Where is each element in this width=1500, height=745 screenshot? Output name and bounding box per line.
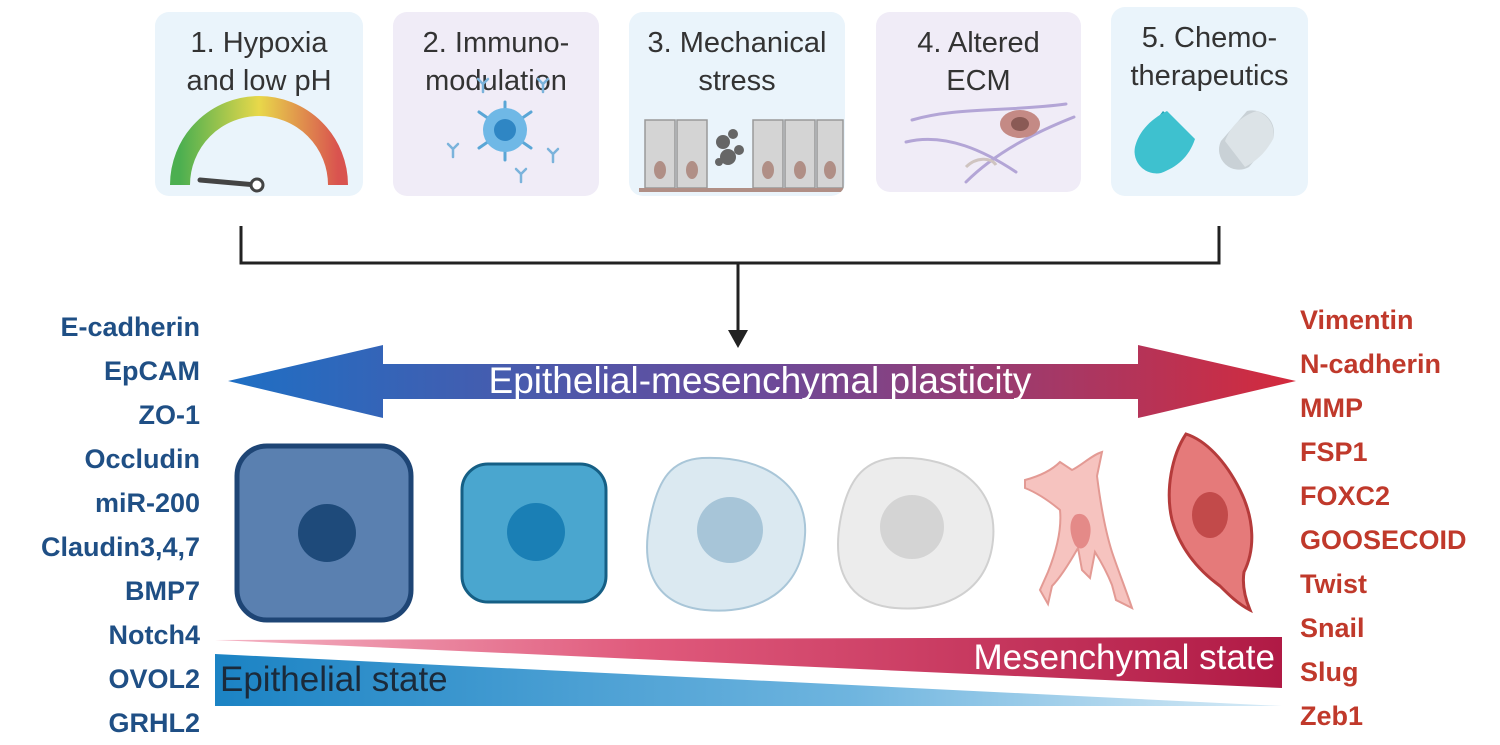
epithelial-marker: EpCAM	[104, 356, 200, 386]
factor-title: 1. Hypoxia and low pH	[186, 27, 332, 97]
mesenchymal-marker: GOOSECOID	[1300, 525, 1467, 555]
gauge-icon	[170, 96, 348, 193]
ecm-fibers-icon	[904, 102, 1076, 184]
epithelium-icon	[639, 119, 844, 192]
immune-cell-icon	[446, 77, 560, 184]
factor-box-mechanical-stress: 3. Mechanical stress	[629, 12, 845, 196]
factor-box-immunomodulation: 2. Immuno- modulation	[393, 12, 599, 196]
factor-title: 5. Chemo- therapeutics	[1130, 22, 1289, 92]
factor-box-altered-ecm: 4. Altered ECM	[876, 12, 1081, 192]
mesenchymal-marker-list: Vimentin N-cadherin MMP FSP1 FOXC2 GOOSE…	[1300, 298, 1500, 738]
factor-box-chemotherapeutics: 5. Chemo- therapeutics	[1111, 7, 1308, 196]
mesenchymal-marker: Slug	[1300, 657, 1359, 687]
epithelial-marker: miR-200	[94, 488, 200, 518]
epithelial-marker: OVOL2	[108, 664, 200, 694]
epithelial-marker: Notch4	[108, 620, 200, 650]
cell-intermediate-grey	[837, 456, 995, 610]
cell-intermediate-blue	[646, 456, 807, 612]
epithelial-marker: Claudin3,4,7	[40, 532, 200, 562]
epithelial-marker: GRHL2	[108, 708, 200, 738]
mesenchymal-marker: N-cadherin	[1300, 349, 1442, 379]
cell-epithelial-dark	[234, 443, 414, 623]
mesenchymal-marker: FOXC2	[1300, 481, 1391, 511]
epithelial-state-label: Epithelial state	[220, 660, 448, 699]
convergence-bracket	[239, 226, 1221, 332]
epithelial-marker: ZO-1	[138, 400, 200, 430]
epithelial-marker: E-cadherin	[60, 312, 200, 342]
mesenchymal-state-wedge	[215, 637, 1282, 688]
factor-box-hypoxia: 1. Hypoxia and low pH	[155, 12, 363, 196]
mesenchymal-marker: Vimentin	[1300, 305, 1414, 335]
epithelial-marker: BMP7	[124, 576, 200, 606]
epithelial-state-wedge	[215, 654, 1282, 706]
down-arrow-head	[728, 330, 748, 348]
cell-epithelial-light	[460, 462, 608, 604]
pill-capsule-icon	[1134, 110, 1275, 174]
mesenchymal-marker: Twist	[1300, 569, 1367, 599]
factor-title: 3. Mechanical stress	[647, 27, 827, 97]
cell-mesenchymal-red	[1167, 432, 1254, 614]
cell-mesenchymal-pink	[1024, 450, 1134, 610]
factor-title: 4. Altered ECM	[917, 27, 1040, 97]
epithelial-marker: Occludin	[84, 444, 200, 474]
mesenchymal-state-label: Mesenchymal state	[973, 638, 1275, 677]
plasticity-arrow-label: Epithelial-mesenchymal plasticity	[488, 360, 1032, 401]
mesenchymal-marker: Zeb1	[1300, 701, 1364, 731]
epithelial-marker-list: E-cadherin EpCAM ZO-1 Occludin miR-200 C…	[0, 305, 200, 745]
mesenchymal-marker: FSP1	[1300, 437, 1368, 467]
double-arrow	[228, 345, 1296, 418]
mesenchymal-marker: Snail	[1300, 613, 1365, 643]
mesenchymal-marker: MMP	[1300, 393, 1363, 423]
